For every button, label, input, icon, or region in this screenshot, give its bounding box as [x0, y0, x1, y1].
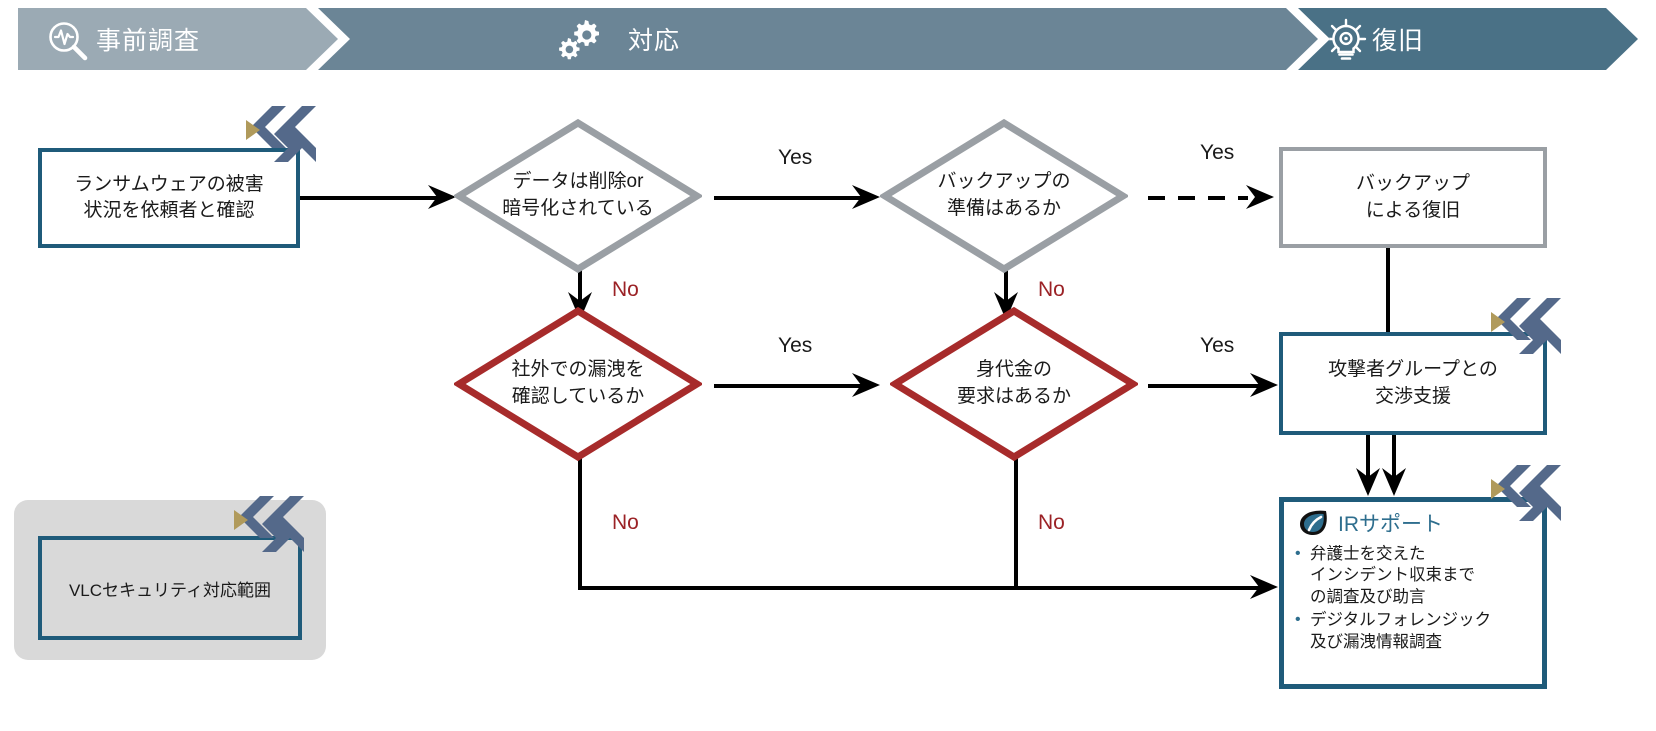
phase-chevron-investigation[interactable]: 事前調査 — [18, 8, 338, 70]
diamond-shape — [880, 118, 1128, 274]
edge-label-backup-yes: Yes — [1200, 141, 1235, 164]
arrowhead-icon — [994, 292, 1018, 320]
node-ir-support-card[interactable]: IRサポート 弁護士を交えた インシデント収束まで の調査及び助言 デジタルフォ… — [1279, 497, 1547, 689]
node-negotiation-support[interactable]: 攻撃者グループとの 交渉支援 — [1279, 332, 1547, 435]
diamond-shape — [454, 118, 702, 274]
edge-leak-no-horizontal — [578, 586, 1268, 590]
node-label: バックアップの 準備はあるか — [937, 171, 1071, 219]
phase-chevron-recovery[interactable]: 復旧 — [1298, 8, 1638, 70]
diamond-shape — [454, 306, 702, 462]
phase-chevron-response[interactable]: 対応 — [318, 8, 1318, 70]
phase-label-recovery: 復旧 — [1372, 27, 1425, 55]
edge-start-to-encrypt — [300, 196, 440, 200]
vlc-x-logo-icon — [246, 106, 316, 162]
edge-label-leak-yes: Yes — [778, 334, 813, 357]
edge-leak-yes-to-ransom — [714, 384, 864, 388]
edge-ransom-no-vertical — [1014, 446, 1018, 588]
phase-banner: 事前調査 対応 — [18, 8, 1638, 70]
arrowhead-icon — [852, 373, 880, 397]
edge-negotiation-to-ir-right — [1392, 435, 1396, 479]
phase-label-response: 対応 — [628, 27, 681, 55]
node-decision-external-leak[interactable]: 社外での漏洩を 確認しているか — [454, 306, 702, 462]
edge-label-encrypt-no: No — [612, 278, 639, 301]
node-start-confirm-damage[interactable]: ランサムウェアの被害 状況を依頼者と確認 — [38, 148, 300, 248]
arrowhead-icon — [852, 185, 880, 209]
edge-encrypt-yes-to-backup — [714, 196, 864, 200]
phase-label-investigation: 事前調査 — [96, 27, 201, 55]
arrowhead-icon — [1356, 468, 1380, 496]
diamond-shape — [890, 306, 1138, 462]
node-decision-backup-available[interactable]: バックアップの 準備はあるか — [880, 118, 1128, 274]
edge-label-leak-no: No — [612, 511, 639, 534]
vlc-x-logo-icon — [1491, 298, 1561, 354]
lightbulb-gear-icon — [1325, 18, 1367, 60]
edge-label-encrypt-yes: Yes — [778, 146, 813, 169]
edge-backup-yes-to-recovery-dashed — [1148, 196, 1248, 200]
edge-label-ransom-yes: Yes — [1200, 334, 1235, 357]
arrowhead-icon — [1382, 468, 1406, 496]
node-backup-recovery[interactable]: バックアップ による復旧 — [1279, 147, 1547, 248]
legend-label: VLCセキュリティ対応範囲 — [38, 536, 302, 640]
edge-label-ransom-no: No — [1038, 511, 1065, 534]
ir-support-title: IRサポート — [1338, 513, 1443, 536]
arrowhead-icon — [1250, 575, 1278, 599]
node-label: データは削除or 暗号化されている — [502, 171, 654, 219]
node-decision-data-encrypted[interactable]: データは削除or 暗号化されている — [454, 118, 702, 274]
magnifier-pulse-icon — [49, 22, 88, 61]
arrowhead-icon — [428, 185, 456, 209]
arrowhead-icon — [568, 292, 592, 320]
leaf-icon — [1300, 510, 1327, 535]
arrowhead-icon — [1250, 373, 1278, 397]
edge-negotiation-to-ir-left — [1366, 435, 1370, 479]
edge-label-backup-no: No — [1038, 278, 1065, 301]
vlc-x-logo-icon — [234, 496, 304, 552]
gears-icon — [559, 20, 599, 60]
ir-support-header: IRサポート — [1292, 508, 1534, 538]
arrowhead-icon — [1246, 185, 1274, 209]
edge-ransom-yes-to-negotiation — [1148, 384, 1266, 388]
node-label: 身代金の 要求はあるか — [956, 359, 1071, 407]
vlc-x-logo-icon — [1491, 465, 1561, 521]
edge-backup-no-to-ransom — [1004, 258, 1008, 306]
node-label: 社外での漏洩を 確認しているか — [511, 359, 645, 407]
edge-encrypt-no-to-leak — [578, 258, 582, 306]
list-item: デジタルフォレンジック 及び漏洩情報調査 — [1295, 610, 1534, 653]
edge-recovery-to-negotiation — [1386, 248, 1390, 332]
ir-support-bullet-list: 弁護士を交えた インシデント収束まで の調査及び助言 デジタルフォレンジック 及… — [1292, 544, 1534, 653]
edge-leak-no-vertical — [578, 446, 582, 588]
node-decision-ransom-demand[interactable]: 身代金の 要求はあるか — [890, 306, 1138, 462]
list-item: 弁護士を交えた インシデント収束まで の調査及び助言 — [1295, 544, 1534, 608]
